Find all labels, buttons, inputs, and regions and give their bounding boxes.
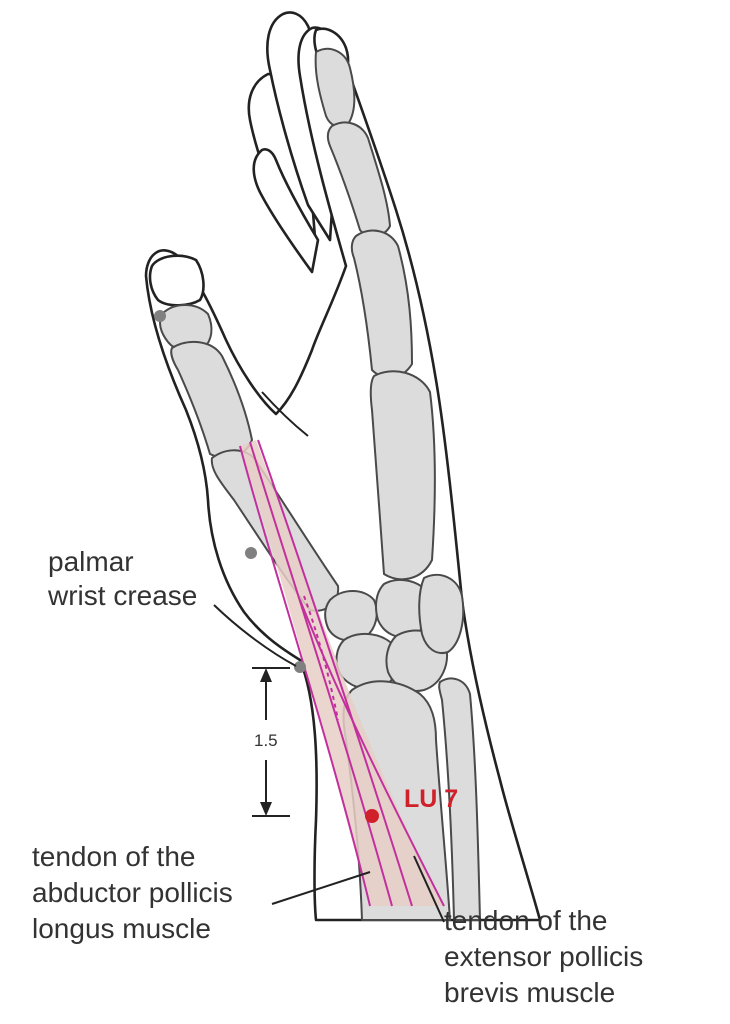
finger-outline-ring: [252, 148, 320, 274]
thumb-nail: [148, 254, 205, 307]
palmar-wrist-crease-label-line-1: palmar: [48, 546, 134, 577]
tendon-line-2: [249, 441, 393, 907]
acupoint-lu7: [365, 809, 379, 823]
metacarpal: [369, 370, 436, 581]
tendon-line-1: [239, 445, 371, 907]
measurement-bracket: [252, 667, 290, 817]
apl-tendon-label-line-3: longus muscle: [32, 913, 211, 944]
apl-tendon-label: tendon of the abductor pollicis longus m…: [32, 841, 241, 944]
epb-tendon-label-line-2: extensor pollicis: [444, 941, 643, 972]
apl-tendon-label-line-2: abductor pollicis: [32, 877, 233, 908]
epb-tendon-label-line-1: tendon of the: [444, 905, 607, 936]
apl-leader-line: [271, 871, 371, 905]
tendon-band: [240, 440, 444, 906]
measurement-label: 1.5: [254, 731, 278, 750]
tendon-line-3: [257, 439, 413, 907]
epb-leader-line: [413, 855, 445, 923]
crease-leader-line: [213, 604, 297, 667]
ulna: [438, 677, 481, 921]
epb-tendon-label: tendon of the extensor pollicis brevis m…: [444, 905, 651, 1008]
landmark-dot-crease: [294, 661, 306, 673]
acupoint-lu7-label: LU 7: [404, 785, 458, 813]
landmark-dot-thenar: [245, 547, 257, 559]
tendon-line-5: [303, 595, 339, 721]
palmar-wrist-crease-label-line-2: wrist crease: [47, 580, 197, 611]
palm-web-crease: [261, 391, 309, 437]
landmark-dot-thumb: [154, 310, 166, 322]
tendon-line-4: [299, 599, 445, 907]
epb-tendon-label-line-3: brevis muscle: [444, 977, 615, 1008]
apl-tendon-label-line-1: tendon of the: [32, 841, 195, 872]
hamate: [418, 573, 465, 654]
palmar-wrist-crease-label: palmar wrist crease: [47, 546, 197, 611]
tendons: [239, 439, 445, 907]
